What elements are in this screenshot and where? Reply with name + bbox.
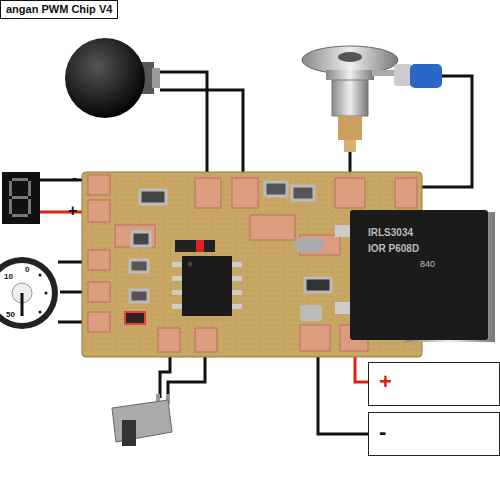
mosfet xyxy=(335,210,495,342)
pwm-chip xyxy=(172,256,242,316)
battery-terminal-box: - xyxy=(368,412,500,456)
part-marking: 840 xyxy=(420,260,435,269)
terminal-sign: - xyxy=(379,421,386,443)
dial-number: 50 xyxy=(6,311,15,319)
title-box: angan PWM Chip V4 xyxy=(0,0,118,19)
part-marking: IRLS3034 xyxy=(368,228,413,238)
terminal-sign: + xyxy=(379,371,392,393)
dial-number: 10 xyxy=(4,273,13,281)
seven-segment-display xyxy=(2,172,40,224)
slide-switch xyxy=(112,394,172,446)
510-connector xyxy=(302,46,442,152)
pin-label: + xyxy=(68,203,77,219)
dial-number: 0 xyxy=(25,266,29,274)
rotary-knob xyxy=(0,257,58,329)
push-button xyxy=(65,38,160,118)
part-marking: IOR P608D xyxy=(368,244,419,254)
smd-component xyxy=(125,182,331,324)
battery-terminal-box: + xyxy=(368,362,500,406)
pin-label: - xyxy=(72,170,77,186)
